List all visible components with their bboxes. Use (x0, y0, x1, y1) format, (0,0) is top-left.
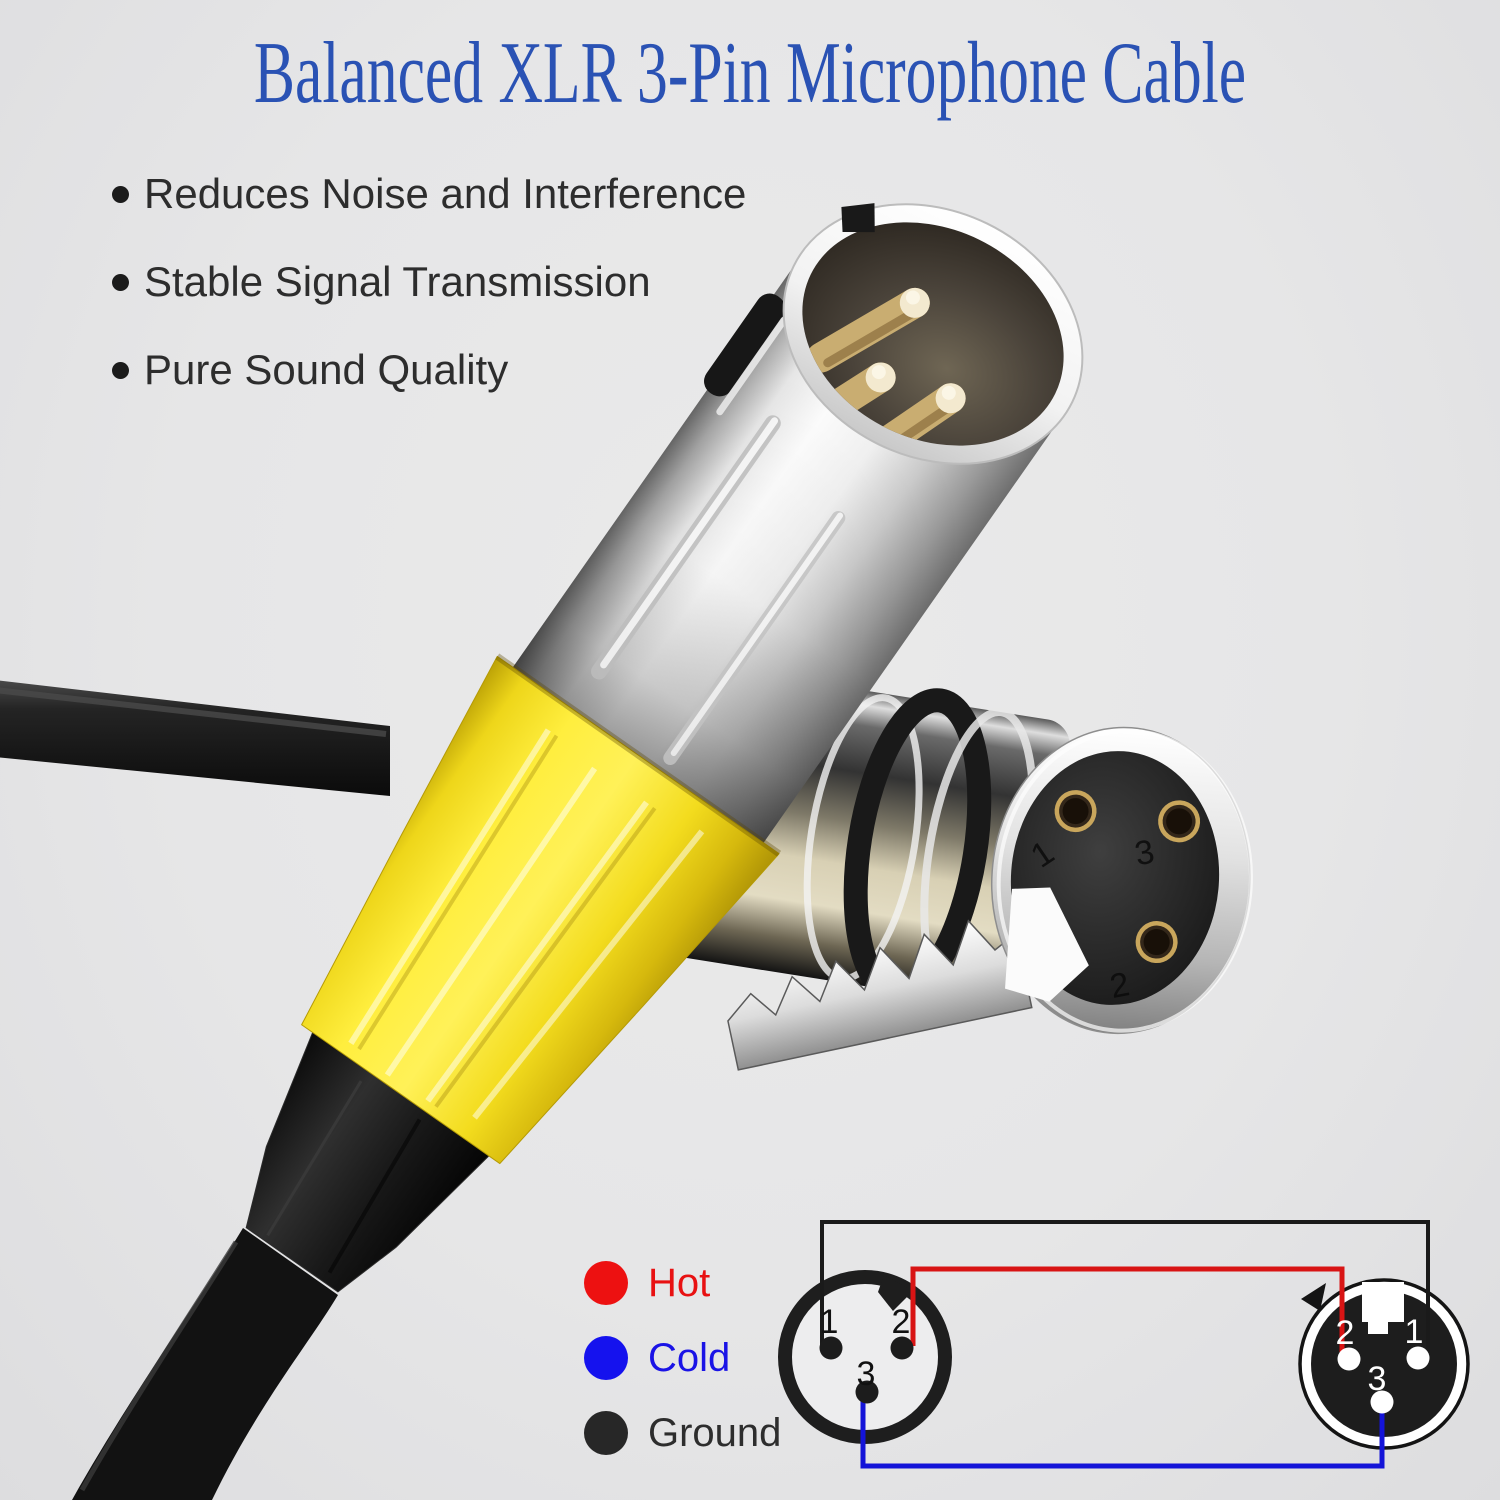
ground-swatch-icon (584, 1411, 628, 1455)
female-connector-face: 1 3 2 (990, 726, 1253, 1035)
diagram-female-pin2-label: 2 (1336, 1314, 1355, 1352)
feature-list: Reduces Noise and Interference Stable Si… (112, 170, 747, 436)
hot-swatch-icon (584, 1261, 628, 1305)
feature-text: Pure Sound Quality (144, 346, 509, 393)
male-connector (245, 203, 1084, 1293)
legend-label-ground: Ground (648, 1411, 782, 1455)
diagram-male-pin3-label: 3 (857, 1355, 876, 1393)
male-cable-highlight (79, 1240, 239, 1492)
wiring-diagram: 1 2 3 2 1 3 (778, 1220, 1470, 1469)
wire-ground (820, 1220, 1430, 1352)
female-pin-hole-3 (1158, 800, 1201, 843)
female-pin-hole-1 (1054, 790, 1097, 833)
feature-item-sound: Pure Sound Quality (112, 346, 746, 393)
female-cable-highlight (0, 687, 387, 737)
page-title: Balanced XLR 3-Pin Microphone Cable (225, 25, 1275, 123)
feature-text: Stable Signal Transmission (144, 258, 651, 305)
diagram-male-pin1-label: 1 (820, 1303, 839, 1341)
legend-row-ground: Ground (584, 1411, 781, 1455)
diagram-female-pin1-label: 1 (1405, 1313, 1424, 1351)
page-title-text: Balanced XLR 3-Pin Microphone Cable (253, 25, 1247, 122)
male-opening-notch (841, 203, 875, 233)
male-cable (72, 1228, 338, 1500)
diagram-female-tab (1301, 1283, 1326, 1311)
legend-row-cold: Cold (584, 1336, 781, 1380)
wire-color-legend: Hot Cold Ground (584, 1261, 781, 1455)
diagram-male-pin2-label: 2 (892, 1303, 911, 1341)
feature-text: Reduces Noise and Interference (144, 170, 747, 217)
feature-item-noise: Reduces Noise and Interference (112, 170, 747, 217)
legend-label-hot: Hot (648, 1261, 711, 1305)
diagram-female-pin3-label: 3 (1368, 1360, 1387, 1398)
male-boot-ribs (348, 728, 705, 1120)
diagram-male-notch (878, 1275, 913, 1311)
legend-row-hot: Hot (584, 1261, 781, 1305)
legend-label-cold: Cold (648, 1336, 731, 1380)
diagram-female-pins (1337, 1346, 1430, 1414)
male-opening (782, 203, 1084, 471)
female-pin-hole-2 (1135, 921, 1178, 964)
wire-hot (910, 1266, 1345, 1352)
female-face-notch (1005, 887, 1089, 1002)
male-barrel-grooves (591, 415, 846, 765)
bullet-dot-icon (112, 361, 129, 379)
male-boot-yellow (301, 653, 782, 1165)
cold-swatch-icon (584, 1336, 628, 1380)
diagram-female-notch (1362, 1282, 1404, 1322)
bullet-dot-icon (112, 185, 129, 203)
wire-cold (860, 1392, 1385, 1469)
feature-item-signal: Stable Signal Transmission (112, 258, 746, 305)
female-cable (0, 680, 390, 796)
diagram-male-pins (819, 1336, 914, 1404)
bullet-dot-icon (112, 273, 129, 291)
